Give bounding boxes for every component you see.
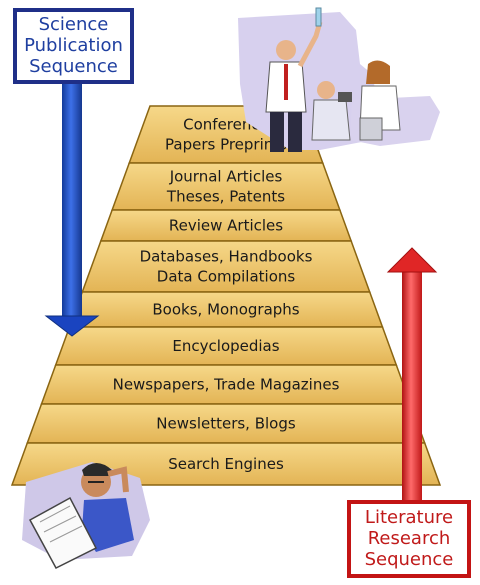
tier-journal-articles-theses-patents-label-1: Journal Articles — [169, 168, 283, 186]
tier-conference-papers-preprints-label-2: Papers Preprints — [165, 136, 287, 154]
tier-books-monographs-label-1: Books, Monographs — [152, 301, 299, 319]
tier-search-engines-label-1: Search Engines — [168, 455, 284, 473]
tier-databases-handbooks-data-compilations-label-1: Databases, Handbooks — [140, 248, 313, 266]
literature-research-sequence-label: Literature Research Sequence — [347, 500, 471, 578]
tier-encyclopedias: Encyclopedias — [54, 326, 398, 366]
tier-journal-articles-theses-patents-label-2: Theses, Patents — [166, 188, 285, 206]
tier-newspapers-trade-magazines-label-1: Newspapers, Trade Magazines — [113, 376, 340, 394]
researcher-illustration — [22, 462, 150, 569]
literature-label-line-2: Research — [367, 528, 451, 549]
literature-label-line-3: Sequence — [364, 549, 454, 570]
science-publication-sequence-label: Science Publication Sequence — [13, 8, 134, 84]
tier-encyclopedias-label-1: Encyclopedias — [172, 337, 279, 355]
tier-newsletters-blogs-label-1: Newsletters, Blogs — [156, 415, 296, 433]
science-label-line-3: Sequence — [29, 56, 118, 77]
scientists-illustration — [238, 7, 440, 152]
literature-label-line-1: Literature — [364, 507, 454, 528]
science-label-line-1: Science — [38, 14, 109, 35]
tier-books-monographs: Books, Monographs — [68, 291, 384, 328]
tier-databases-handbooks-data-compilations-label-2: Data Compilations — [157, 268, 296, 286]
tier-review-articles-label-1: Review Articles — [169, 217, 283, 235]
science-label-line-2: Publication — [24, 35, 123, 56]
science-publication-arrow — [44, 82, 100, 337]
tier-review-articles: Review Articles — [99, 209, 353, 242]
literature-research-arrow — [386, 247, 438, 502]
tier-newsletters-blogs: Newsletters, Blogs — [26, 403, 426, 444]
tier-newspapers-trade-magazines: Newspapers, Trade Magazines — [40, 364, 412, 405]
